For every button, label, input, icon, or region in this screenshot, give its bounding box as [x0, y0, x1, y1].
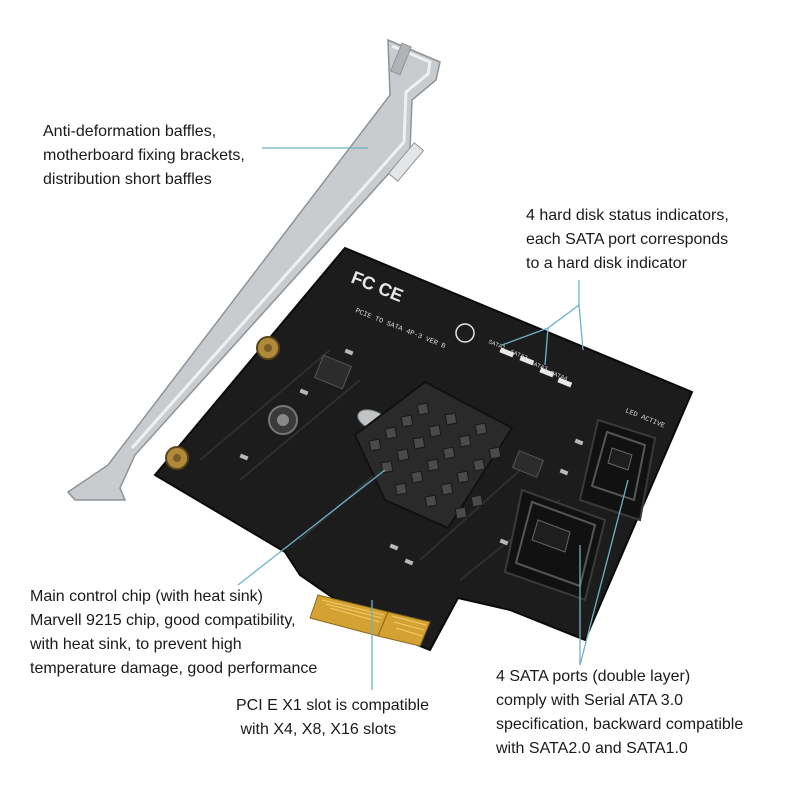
caption-line: temperature damage, good performance [30, 660, 318, 677]
caption-brackets: Anti-deformation baffles, motherboard fi… [43, 120, 245, 192]
caption-line: 4 hard disk status indicators, [526, 207, 729, 224]
caption-sata-ports: 4 SATA ports (double layer) comply with … [496, 665, 743, 761]
caption-line: specification, backward compatible [496, 716, 744, 733]
caption-line: 4 SATA ports (double layer) [496, 668, 691, 685]
leader-line-indicators [501, 280, 584, 366]
caption-pcie-slot: PCI E X1 slot is compatible with X4, X8,… [236, 694, 429, 742]
caption-line: distribution short baffles [43, 171, 212, 188]
caption-line: Main control chip (with heat sink) [30, 588, 263, 605]
caption-main-chip: Main control chip (with heat sink) Marve… [30, 585, 317, 681]
caption-line: Marvell 9215 chip, good compatibility, [30, 612, 296, 629]
caption-line: PCI E X1 slot is compatible [236, 697, 429, 714]
heat-sink [353, 380, 514, 530]
caption-line: with SATA2.0 and SATA1.0 [496, 740, 688, 757]
leader-line-ports [579, 479, 629, 666]
caption-indicators: 4 hard disk status indicators, each SATA… [526, 204, 729, 276]
caption-line: motherboard fixing brackets, [43, 147, 245, 164]
caption-line: with heat sink, to prevent high [30, 636, 242, 653]
caption-line: comply with Serial ATA 3.0 [496, 692, 684, 709]
metal-bracket [66, 38, 441, 501]
pcie-gold-contacts [309, 594, 431, 647]
caption-line: each SATA port corresponds [526, 231, 729, 248]
caption-line: to a hard disk indicator [526, 255, 687, 272]
caption-line: with X4, X8, X16 slots [236, 721, 397, 738]
leader-line-chip [237, 469, 386, 586]
caption-line: Anti-deformation baffles, [43, 123, 217, 140]
leader-lines [237, 147, 629, 690]
